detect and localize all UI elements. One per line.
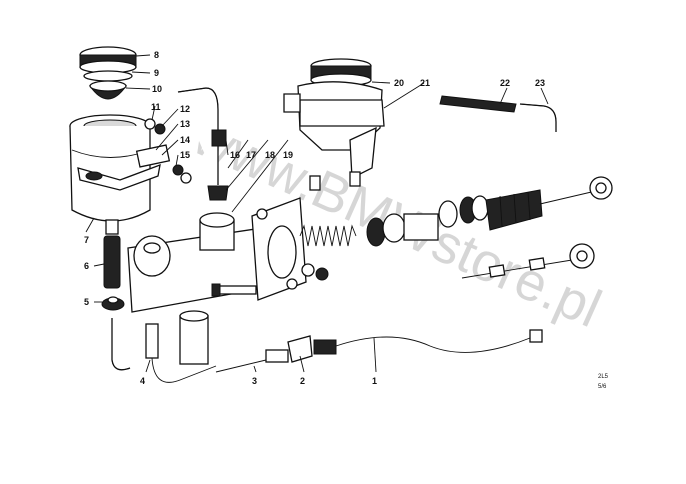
callout-3: 3 [252, 376, 257, 386]
right-reservoir-assembly [283, 58, 385, 191]
tube-assembly [439, 95, 557, 132]
callout-5: 5 [84, 297, 89, 307]
callout-labels: 8 9 10 11 12 13 14 15 16 17 18 19 20 21 … [84, 50, 545, 386]
callout-1: 1 [372, 376, 377, 386]
leader-lines [85, 54, 549, 373]
upper-hose-assembly [177, 87, 229, 201]
master-cylinder [127, 197, 329, 313]
callout-10: 10 [152, 84, 162, 94]
push-rod [461, 243, 595, 279]
lower-lines [111, 310, 543, 383]
callout-9: 9 [154, 68, 159, 78]
left-reservoir-assembly [69, 46, 192, 311]
callout-17: 17 [246, 150, 256, 160]
diagram-code-line-1: 2L5 [598, 374, 609, 380]
callout-22: 22 [500, 78, 510, 88]
piston-assembly [299, 176, 613, 247]
callout-2: 2 [300, 376, 305, 386]
callout-12: 12 [180, 104, 190, 114]
callout-21: 21 [420, 78, 430, 88]
callout-11: 11 [151, 102, 161, 112]
callout-23: 23 [535, 78, 545, 88]
callout-6: 6 [84, 261, 89, 271]
callout-18: 18 [265, 150, 275, 160]
callout-16: 16 [230, 150, 240, 160]
callout-20: 20 [394, 78, 404, 88]
callout-13: 13 [180, 119, 190, 129]
callout-4: 4 [140, 376, 145, 386]
callout-14: 14 [180, 135, 190, 145]
callout-8: 8 [154, 50, 159, 60]
diagram-code-line-2: 5/6 [598, 384, 607, 390]
callout-19: 19 [283, 150, 293, 160]
callout-7: 7 [84, 235, 89, 245]
callout-15: 15 [180, 150, 190, 160]
